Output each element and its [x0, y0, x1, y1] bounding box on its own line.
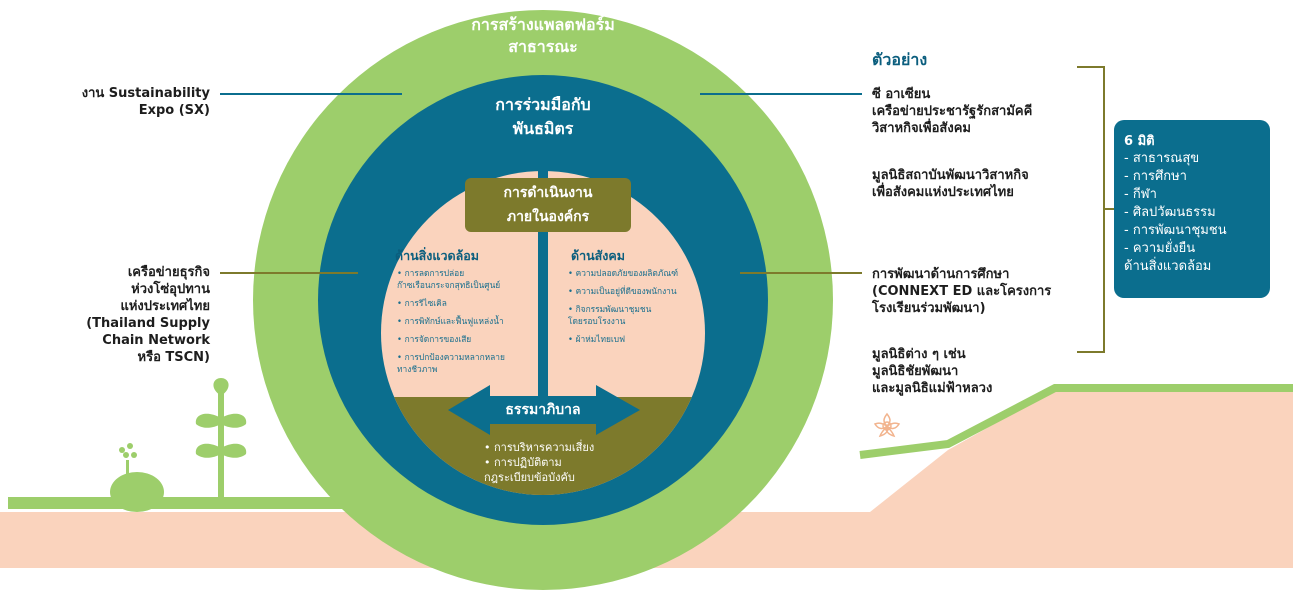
social-item-5: • ผ้าห่มไทยเบฟ [568, 334, 626, 344]
label-tscn-line-2: ห่วงโซ่อุปทาน [131, 282, 210, 297]
dimensions-list: - สาธารณสุข - การศึกษา - กีฬา - ศิลปวัฒน… [1124, 150, 1227, 276]
dimension-item-5: - การพัฒนาชุมชน [1124, 223, 1227, 238]
outer-ring-title: การสร้างแพลตฟอร์ม สาธารณะ [443, 14, 643, 58]
governance-item-3: กฎระเบียบข้อบังคับ [484, 471, 575, 484]
lotus-flower-icon [873, 412, 901, 438]
examples-group-4-line-1: มูลนิธิต่าง ๆ เช่น [872, 347, 966, 362]
governance-item-1: • การบริหารความเสี่ยง [484, 441, 595, 454]
examples-group-1-line-2: เครือข่ายประชารัฐรักสามัคคี [872, 104, 1033, 119]
examples-heading: ตัวอย่าง [872, 50, 928, 69]
label-tscn: เครือข่ายธุรกิจ ห่วงโซ่อุปทาน แห่งประเทศ… [20, 264, 210, 366]
dimension-item-3: - กีฬา [1124, 187, 1157, 202]
label-sx: งาน Sustainability Expo (SX) [20, 85, 210, 119]
environment-item-4: • การพิทักษ์และฟื้นฟูแหล่งน้ำ [397, 316, 504, 326]
label-sx-line-2: Expo (SX) [138, 103, 210, 118]
social-item-4: โดยรอบโรงงาน [568, 316, 626, 326]
dimension-item-1: - สาธารณสุข [1124, 151, 1200, 166]
dimensions-box: 6 มิติ - สาธารณสุข - การศึกษา - กีฬา - ศ… [1114, 120, 1270, 298]
environment-item-1: • การลดการปล่อย [397, 268, 465, 278]
label-tscn-line-1: เครือข่ายธุรกิจ [127, 265, 210, 280]
environment-title: ด้านสิ่งแวดล้อม [395, 248, 480, 263]
middle-ring-title: การร่วมมือกับ พันธมิตร [443, 93, 643, 141]
operations-badge-label: การดำเนินงาน ภายในองค์กร [465, 181, 631, 229]
examples-group-1-line-3: วิสาหกิจเพื่อสังคม [872, 121, 971, 136]
environment-item-7: ทางชีวภาพ [397, 364, 438, 374]
social-item-1: • ความปลอดภัยของผลิตภัณฑ์ [568, 268, 679, 278]
operations-badge [465, 178, 631, 232]
examples-group-3: การพัฒนาด้านการศึกษา (CONNEXT ED และโครง… [872, 266, 1051, 317]
label-tscn-line-5: Chain Network [102, 333, 210, 348]
social-item-2: • ความเป็นอยู่ที่ดีของพนักงาน [568, 286, 677, 296]
governance-arrow [448, 385, 640, 435]
middle-ring-title-line-2: พันธมิตร [512, 119, 574, 138]
dimensions-title: 6 มิติ [1124, 134, 1155, 149]
inner-divider [538, 155, 548, 400]
dimension-item-4: - ศิลปวัฒนธรรม [1124, 205, 1216, 220]
environment-item-2: ก๊าซเรือนกระจกสุทธิเป็นศูนย์ [397, 280, 501, 290]
outer-ring-title-line-1: การสร้างแพลตฟอร์ม [471, 15, 615, 34]
outer-ring-title-line-2: สาธารณะ [508, 37, 578, 56]
examples-group-2-line-1: มูลนิธิสถาบันพัฒนาวิสาหกิจ [872, 168, 1029, 183]
examples-group-3-line-2: (CONNEXT ED และโครงการ [872, 284, 1052, 299]
examples-group-2-line-2: เพื่อสังคมแห่งประเทศไทย [872, 185, 1014, 200]
label-tscn-line-3: แห่งประเทศไทย [120, 299, 210, 314]
examples-group-4-line-3: และมูลนิธิแม่ฟ้าหลวง [872, 381, 993, 396]
operations-badge-line-1: การดำเนินงาน [503, 185, 593, 201]
governance-title: ธรรมาภิบาล [505, 402, 581, 418]
dimension-item-2: - การศึกษา [1124, 169, 1187, 184]
examples-group-3-line-3: โรงเรียนร่วมพัฒนา) [872, 301, 986, 316]
bush-icon [110, 443, 164, 512]
ground-hill [620, 390, 1293, 512]
environment-list: • การลดการปล่อย ก๊าซเรือนกระจกสุทธิเป็นศ… [397, 267, 505, 375]
examples-group-4-line-2: มูลนิธิชัยพัฒนา [872, 364, 959, 379]
tree-icon [195, 378, 247, 506]
environment-item-3: • การรีไซเคิล [397, 298, 447, 308]
examples-group-1-line-1: ซี อาเซียน [872, 87, 931, 102]
examples-bracket [1077, 66, 1105, 353]
examples-group-2: มูลนิธิสถาบันพัฒนาวิสาหกิจ เพื่อสังคมแห่… [872, 167, 1029, 201]
operations-badge-line-2: ภายในองค์กร [506, 209, 590, 225]
examples-group-3-line-1: การพัฒนาด้านการศึกษา [872, 267, 1010, 282]
dimension-item-6: - ความยั่งยืน [1124, 241, 1196, 256]
examples-group-1: ซี อาเซียน เครือข่ายประชารัฐรักสามัคคี ว… [872, 86, 1032, 137]
examples-group-4: มูลนิธิต่าง ๆ เช่น มูลนิธิชัยพัฒนา และมู… [872, 346, 992, 397]
social-item-3: • กิจกรรมพัฒนาชุมชน [568, 304, 652, 314]
governance-item-2: • การปฏิบัติตาม [484, 456, 562, 469]
governance-list: • การบริหารความเสี่ยง • การปฏิบัติตาม กฎ… [484, 440, 594, 485]
dimension-item-7: ด้านสิ่งแวดล้อม [1124, 259, 1212, 274]
social-title: ด้านสังคม [571, 248, 626, 263]
label-tscn-line-4: (Thailand Supply [86, 316, 210, 331]
label-sx-line-1: งาน Sustainability [81, 86, 210, 101]
middle-ring-title-line-1: การร่วมมือกับ [495, 95, 591, 114]
social-list: • ความปลอดภัยของผลิตภัณฑ์ • ความเป็นอยู่… [568, 267, 678, 345]
environment-item-5: • การจัดการของเสีย [397, 334, 472, 344]
label-tscn-line-6: หรือ TSCN) [137, 350, 210, 365]
environment-item-6: • การปกป้องความหลากหลาย [397, 352, 505, 362]
ground-line-right [859, 384, 1293, 459]
